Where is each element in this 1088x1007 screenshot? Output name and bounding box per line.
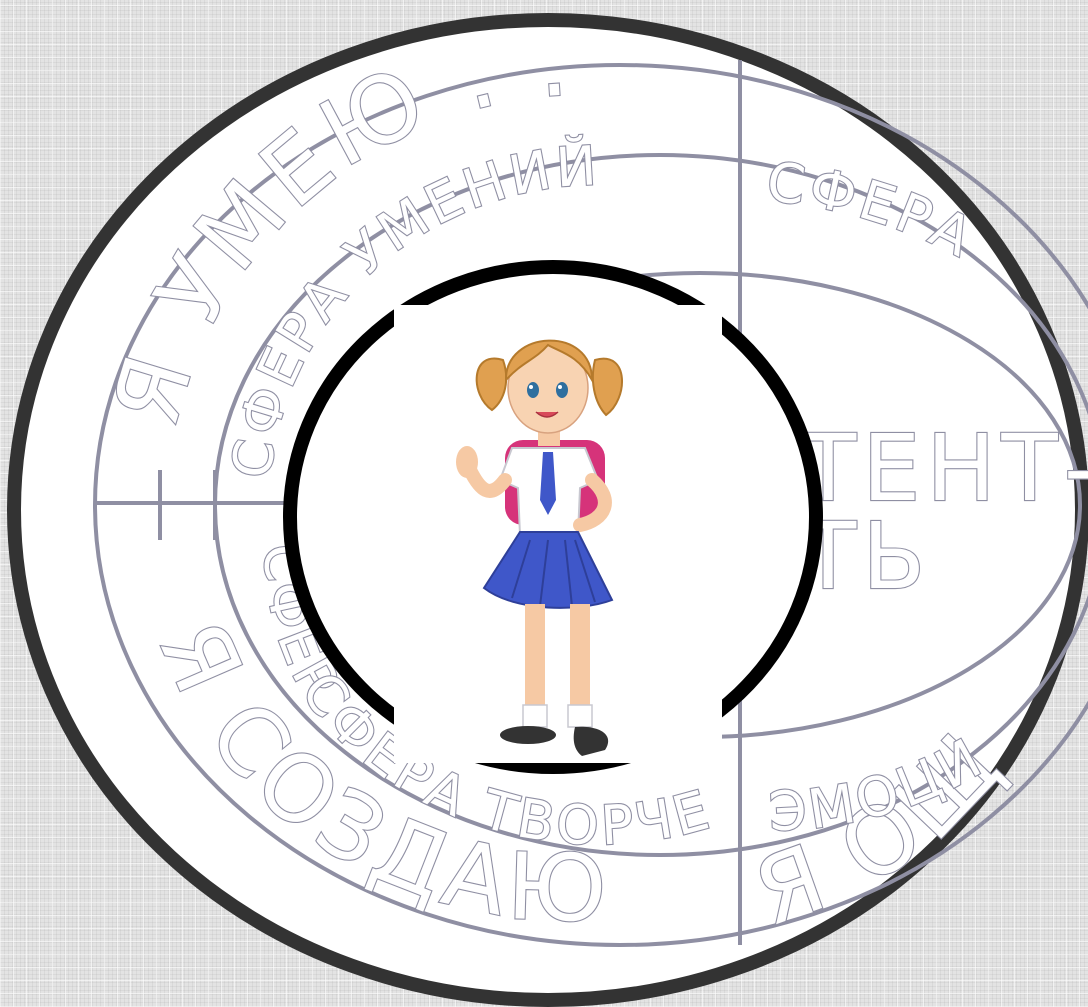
circle-diagram: Я УМЕЮ . . . Я СОЗДАЮ . . . Я ОЩ СФЕРА У… [0,0,1088,1007]
